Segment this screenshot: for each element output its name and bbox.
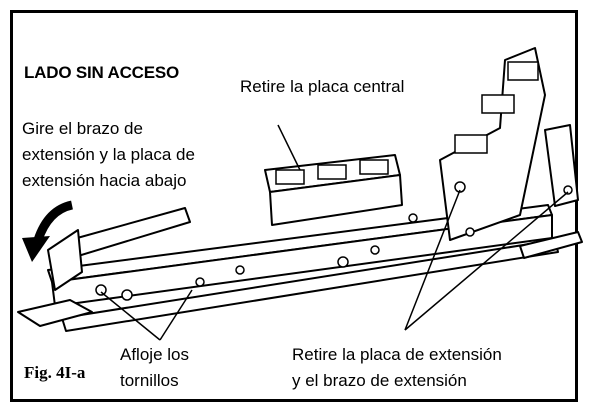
- center-plate-tab: [275, 169, 305, 185]
- screw-hole: [121, 289, 133, 301]
- leader-screw-2: [159, 289, 193, 341]
- caption-rotate-arm-line2: extensión y la placa de: [22, 145, 195, 164]
- caption-loosen-screws-line1: Afloje los: [120, 345, 189, 364]
- extension-plate-tab: [507, 61, 539, 81]
- leader-screw-1: [100, 291, 161, 341]
- rotate-arrow-head: [22, 236, 50, 262]
- screw-hole: [95, 284, 107, 296]
- main-rail-lower: [61, 239, 559, 332]
- right-foot: [519, 231, 583, 259]
- left-extension-plate: [47, 229, 83, 291]
- screw-hole: [408, 213, 418, 223]
- right-extension-arm: [544, 124, 579, 207]
- screw-hole: [563, 185, 573, 195]
- caption-rotate-arm-line1: Gire el brazo de: [22, 119, 143, 138]
- extension-plate-tab: [454, 134, 488, 154]
- caption-remove-extension-line1: Retire la placa de extensión: [292, 345, 502, 364]
- caption-rotate-arm-line3: extensión hacia abajo: [22, 171, 187, 190]
- heading-side-label: LADO SIN ACCESO: [24, 63, 180, 82]
- left-foot: [17, 299, 93, 327]
- screw-hole: [337, 256, 349, 268]
- right-extension-plate: [439, 47, 546, 241]
- screw-hole: [235, 265, 245, 275]
- center-plate-tab: [317, 164, 347, 180]
- caption-loosen-screws-line2: tornillos: [120, 371, 179, 390]
- figure-label: Fig. 4I-a: [24, 363, 86, 382]
- center-plate-lip: [269, 174, 403, 226]
- screw-hole: [195, 277, 205, 287]
- leader-ext-plate: [404, 189, 461, 331]
- rotate-arrow: [33, 200, 74, 242]
- center-plate-tab: [359, 159, 389, 175]
- left-extension-arm: [69, 207, 191, 257]
- leader-ext-arm: [404, 191, 569, 331]
- screw-hole: [370, 245, 380, 255]
- caption-remove-extension-line2: y el brazo de extensión: [292, 371, 467, 390]
- screw-hole: [465, 227, 475, 237]
- leader-center-plate: [277, 124, 301, 171]
- extension-plate-tab: [481, 94, 515, 114]
- caption-remove-center-plate: Retire la placa central: [240, 77, 405, 96]
